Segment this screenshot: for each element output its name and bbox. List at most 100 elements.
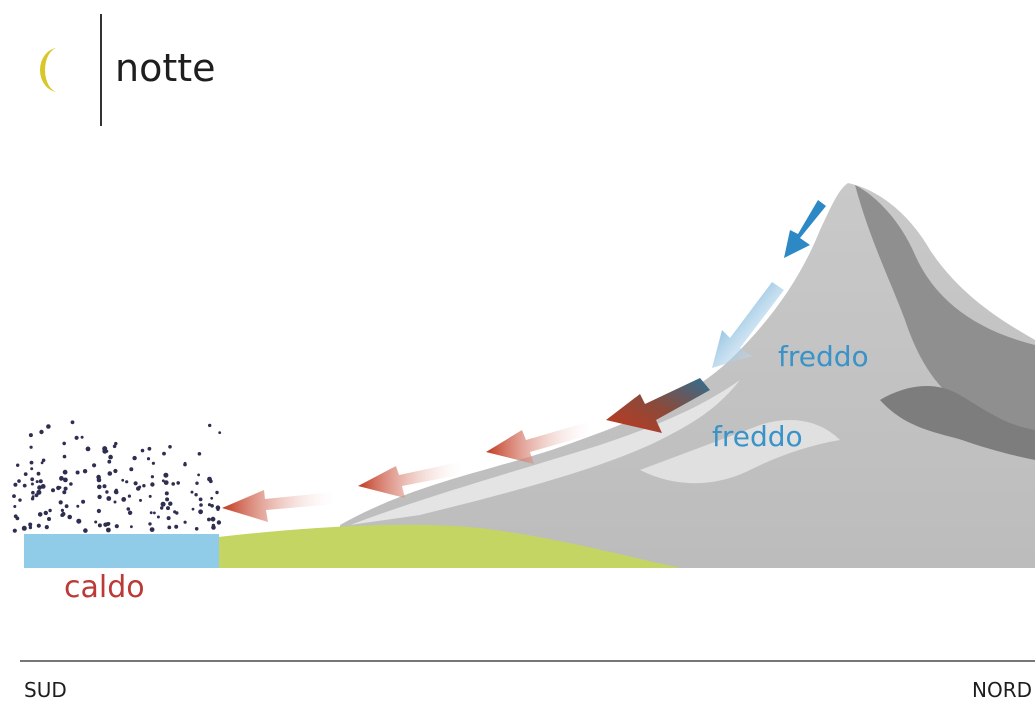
particle — [167, 525, 172, 530]
warm-arrow-3 — [222, 490, 336, 522]
particle — [138, 485, 142, 489]
particle — [107, 471, 113, 476]
particle — [114, 490, 119, 495]
particle — [163, 480, 169, 485]
particle — [210, 496, 214, 500]
particle — [58, 500, 63, 505]
particle — [126, 507, 131, 511]
header-title: notte — [115, 46, 216, 90]
particle — [127, 510, 133, 515]
particle — [59, 477, 63, 481]
particle — [207, 517, 211, 522]
particle — [176, 481, 180, 485]
particle — [140, 448, 145, 453]
particle — [13, 505, 17, 508]
particle — [168, 501, 173, 506]
cold-air-arrows — [606, 200, 826, 433]
particle — [107, 522, 111, 526]
particle — [102, 446, 108, 452]
particle — [97, 484, 102, 490]
particle — [171, 482, 175, 486]
particle — [38, 479, 43, 484]
particle — [194, 527, 199, 531]
moon-icon — [40, 48, 58, 92]
particle — [81, 499, 86, 504]
particle — [150, 482, 155, 487]
particle — [63, 486, 68, 491]
particle — [18, 498, 22, 502]
particle — [211, 523, 216, 528]
particle — [34, 493, 39, 498]
particle — [151, 461, 155, 465]
particle — [67, 514, 72, 520]
particle — [190, 490, 194, 494]
particle — [40, 461, 44, 465]
particle — [76, 518, 82, 524]
particle — [183, 520, 187, 524]
particle — [83, 528, 88, 533]
particle — [36, 523, 41, 528]
particle — [121, 497, 127, 502]
particle — [216, 507, 220, 511]
mountain-shadow-lower — [880, 385, 1035, 460]
particle — [194, 493, 198, 497]
particle — [36, 471, 41, 476]
particle — [13, 482, 18, 487]
particle — [215, 490, 219, 495]
particle — [103, 522, 108, 527]
particle — [69, 482, 73, 486]
particle — [191, 507, 195, 511]
axis-label-north: NORD — [972, 678, 1032, 702]
particle — [62, 454, 67, 459]
particle — [125, 480, 129, 484]
particle — [148, 522, 152, 526]
particle — [31, 495, 35, 499]
particle — [60, 508, 64, 512]
particle — [47, 517, 51, 521]
particle — [195, 481, 199, 485]
particle — [210, 504, 214, 508]
particle — [218, 431, 222, 434]
meadow — [218, 524, 680, 568]
particle — [74, 435, 79, 440]
particle — [127, 494, 131, 498]
particle — [207, 476, 212, 482]
particle — [147, 446, 152, 451]
particle — [16, 463, 20, 467]
particle — [102, 484, 107, 489]
particle — [114, 524, 119, 529]
particle — [31, 490, 35, 495]
particle — [207, 503, 212, 507]
particle — [114, 441, 118, 446]
particle — [37, 485, 42, 490]
particle — [168, 445, 172, 449]
particle — [108, 454, 113, 460]
particle — [132, 455, 137, 461]
particle — [156, 515, 160, 519]
particle — [41, 458, 46, 463]
particle — [29, 460, 34, 465]
particle — [51, 488, 55, 493]
particle — [15, 516, 20, 521]
particle — [62, 469, 68, 475]
particle — [30, 467, 34, 471]
particle — [121, 478, 125, 482]
particle — [150, 475, 154, 479]
particle — [107, 459, 112, 464]
particle — [112, 444, 117, 449]
particle — [146, 457, 151, 461]
lake — [24, 534, 219, 568]
particle — [160, 501, 166, 507]
particle — [63, 477, 68, 483]
particle — [160, 506, 164, 510]
particle — [92, 463, 97, 468]
particle — [80, 435, 84, 439]
particle — [96, 508, 101, 514]
particle — [113, 500, 117, 504]
particle — [30, 477, 35, 482]
particle — [21, 525, 27, 531]
particle — [76, 504, 80, 508]
particle — [28, 525, 33, 530]
warm-arrow-1 — [486, 422, 593, 464]
